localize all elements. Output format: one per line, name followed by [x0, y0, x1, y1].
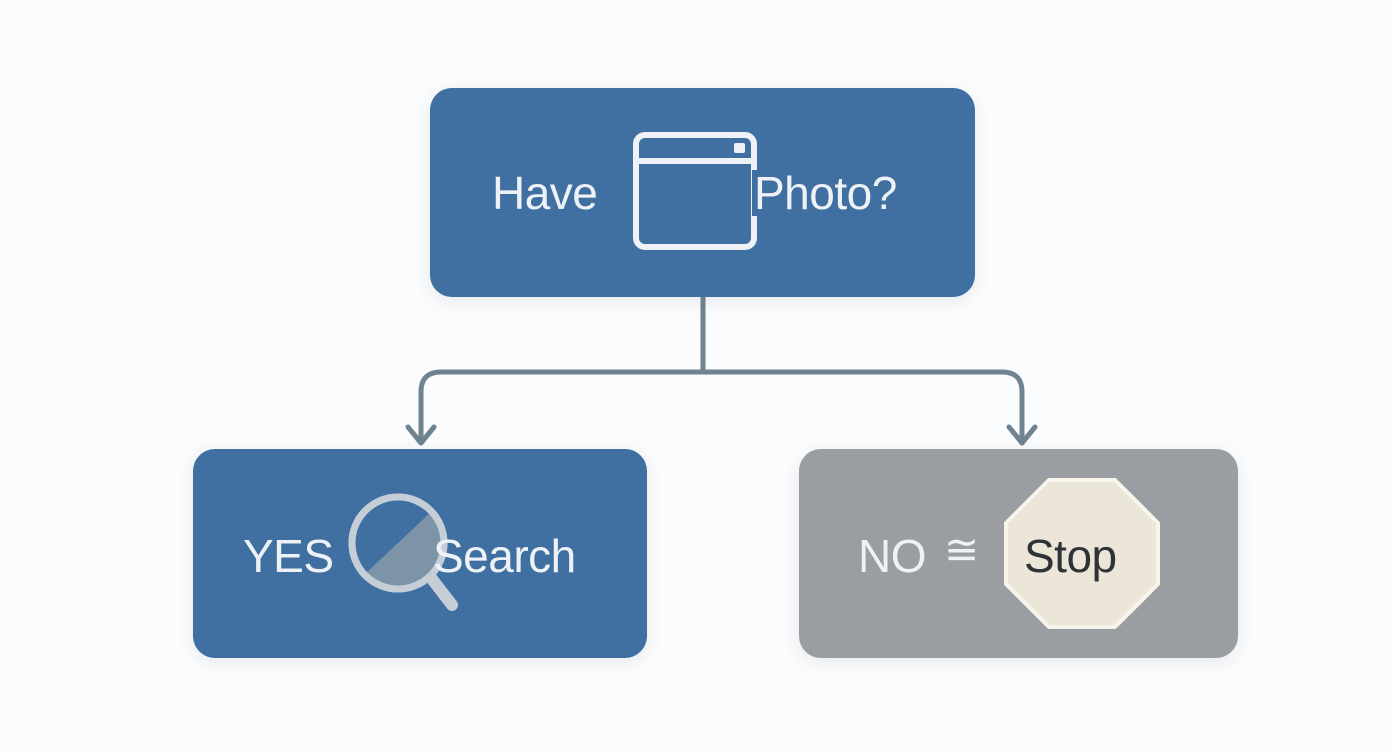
- yes-action: Search: [433, 530, 576, 582]
- no-arrowhead: [1006, 424, 1038, 446]
- decision-text-before: Have: [492, 167, 598, 219]
- no-branch-line: [700, 369, 1025, 444]
- no-connector-glyph: ≅: [944, 526, 979, 573]
- yes-arrowhead: [405, 424, 437, 446]
- yes-label: YES: [243, 530, 334, 582]
- browser-window-icon: [633, 132, 757, 250]
- no-action: Stop: [1024, 530, 1117, 582]
- decision-node: Have Photo?: [430, 88, 975, 297]
- yes-node: YES Search: [193, 449, 647, 658]
- no-label: NO: [858, 530, 927, 582]
- decision-text-after: Photo?: [752, 167, 899, 219]
- magnifying-glass-icon: [348, 493, 458, 611]
- no-node: NO ≅ Stop: [799, 449, 1238, 658]
- yes-branch-line: [418, 369, 706, 444]
- stop-octagon-icon: [1004, 478, 1160, 629]
